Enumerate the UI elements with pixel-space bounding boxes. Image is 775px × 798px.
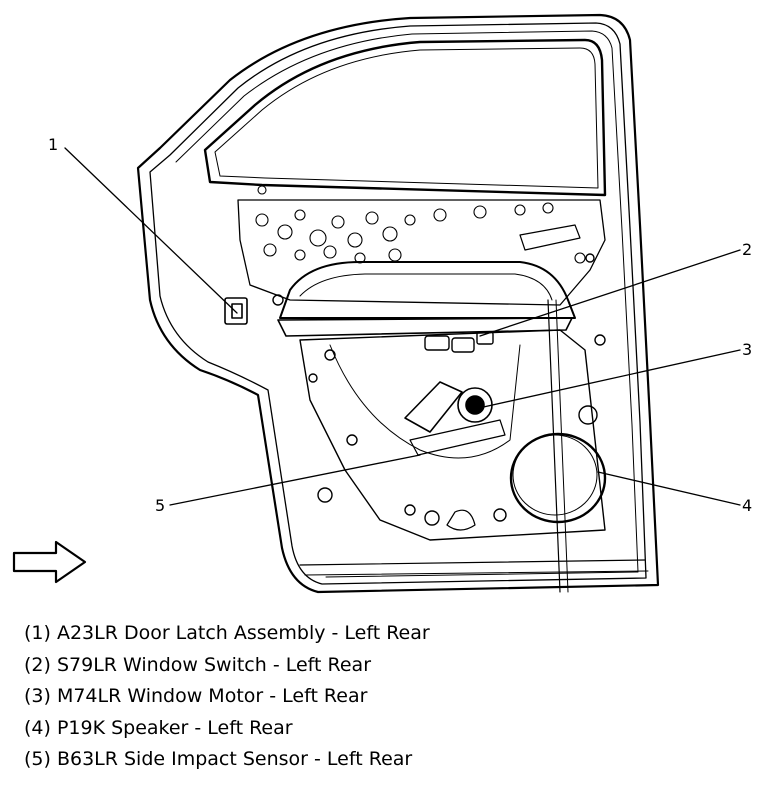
callout-5: 5 (155, 496, 165, 515)
legend-item: (1) A23LR Door Latch Assembly - Left Rea… (24, 622, 430, 644)
armrest-handle (277, 261, 576, 337)
legend-item: (5) B63LR Side Impact Sensor - Left Rear (24, 748, 413, 770)
window-motor (404, 381, 506, 456)
legend-item: (3) M74LR Window Motor - Left Rear (24, 685, 368, 707)
legend-item: (4) P19K Speaker - Left Rear (24, 716, 293, 739)
speaker (509, 432, 607, 524)
callout-1: 1 (48, 135, 58, 154)
door-latch (224, 297, 248, 325)
callout-4: 4 (742, 496, 752, 515)
component-legend: (1) A23LR Door Latch Assembly - Left Rea… (24, 618, 430, 776)
callout-3: 3 (742, 340, 752, 359)
callout-2: 2 (742, 240, 752, 259)
door-outer-shell (136, 13, 660, 594)
front-direction-arrow-icon (12, 540, 87, 584)
window-frame (203, 38, 607, 197)
inner-panel-lower (272, 253, 606, 593)
legend-item: (2) S79LR Window Switch - Left Rear (24, 653, 372, 676)
door-component-diagram: 1 2 3 4 5 (12, 13, 752, 594)
callout-leaders (64, 147, 741, 506)
mounting-bolts (255, 185, 586, 264)
window-switch (424, 331, 494, 353)
